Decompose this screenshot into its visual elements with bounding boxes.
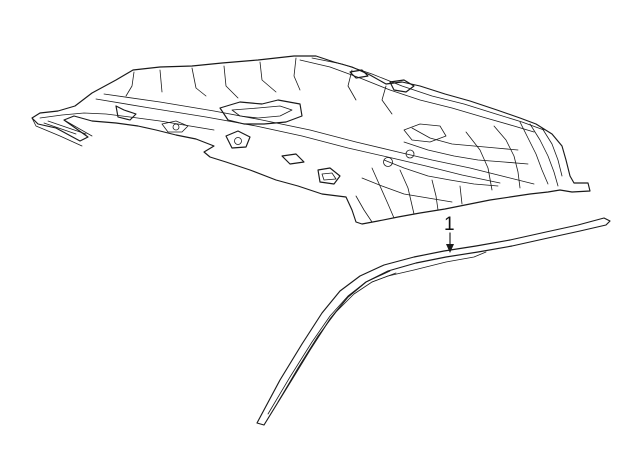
callout-1: 1 (444, 214, 455, 253)
leader-arrow-icon (446, 244, 454, 253)
callout-number-1: 1 (444, 214, 455, 235)
roof-molding-part-1 (256, 217, 611, 426)
roof-panel (31, 55, 591, 225)
